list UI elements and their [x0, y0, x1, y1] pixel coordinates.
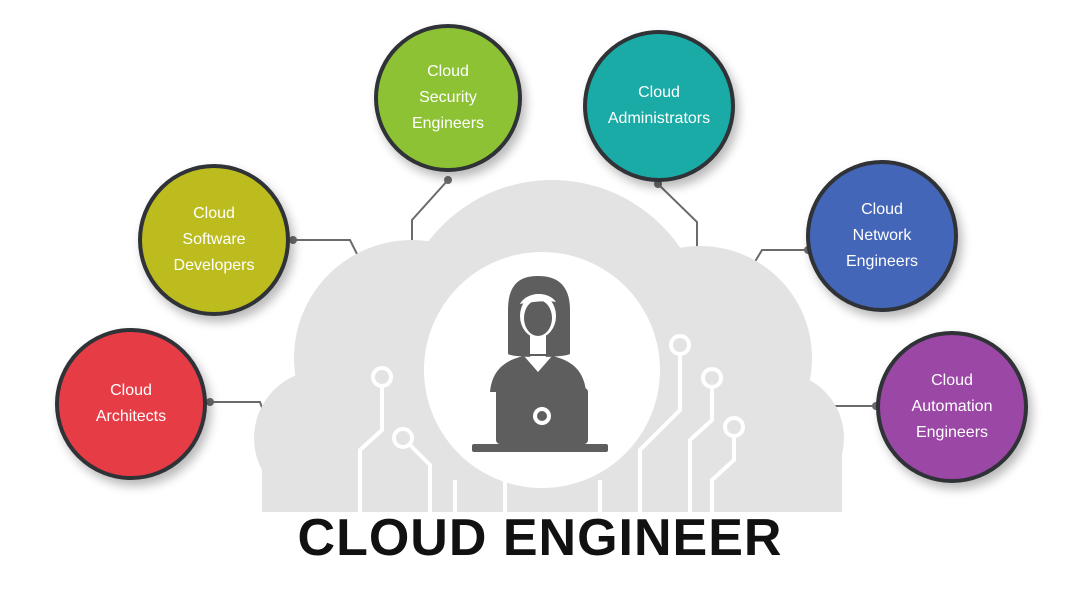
- role-label-architects: Cloud Architects: [95, 382, 167, 425]
- role-label-software-developers: Cloud Software Developers: [173, 205, 255, 274]
- engineer-at-laptop-icon: [472, 276, 608, 452]
- role-circle-automation-engineers: Cloud Automation Engineers: [876, 331, 1028, 483]
- connector-dot: [444, 176, 452, 184]
- role-circle-security-engineers: Cloud Security Engineers: [374, 24, 522, 172]
- connector-dot: [206, 398, 214, 406]
- role-label-automation-engineers: Cloud Automation Engineers: [911, 372, 993, 441]
- role-label-security-engineers: Cloud Security Engineers: [411, 63, 485, 132]
- role-circle-network-engineers: Cloud Network Engineers: [806, 160, 958, 312]
- page-title: CLOUD ENGINEER: [297, 509, 783, 567]
- role-label-administrators: Cloud Administrators: [607, 84, 711, 127]
- connector-dot: [654, 180, 662, 188]
- connector-administrators: [657, 183, 698, 252]
- connector-dot: [289, 236, 297, 244]
- role-label-network-engineers: Cloud Network Engineers: [845, 201, 919, 270]
- role-circle-architects: Cloud Architects: [55, 328, 207, 480]
- circuit-traces: [358, 345, 736, 512]
- circuit-nodes: [371, 334, 745, 449]
- role-circle-administrators: Cloud Administrators: [583, 30, 735, 182]
- role-circle-software-developers: Cloud Software Developers: [138, 164, 290, 316]
